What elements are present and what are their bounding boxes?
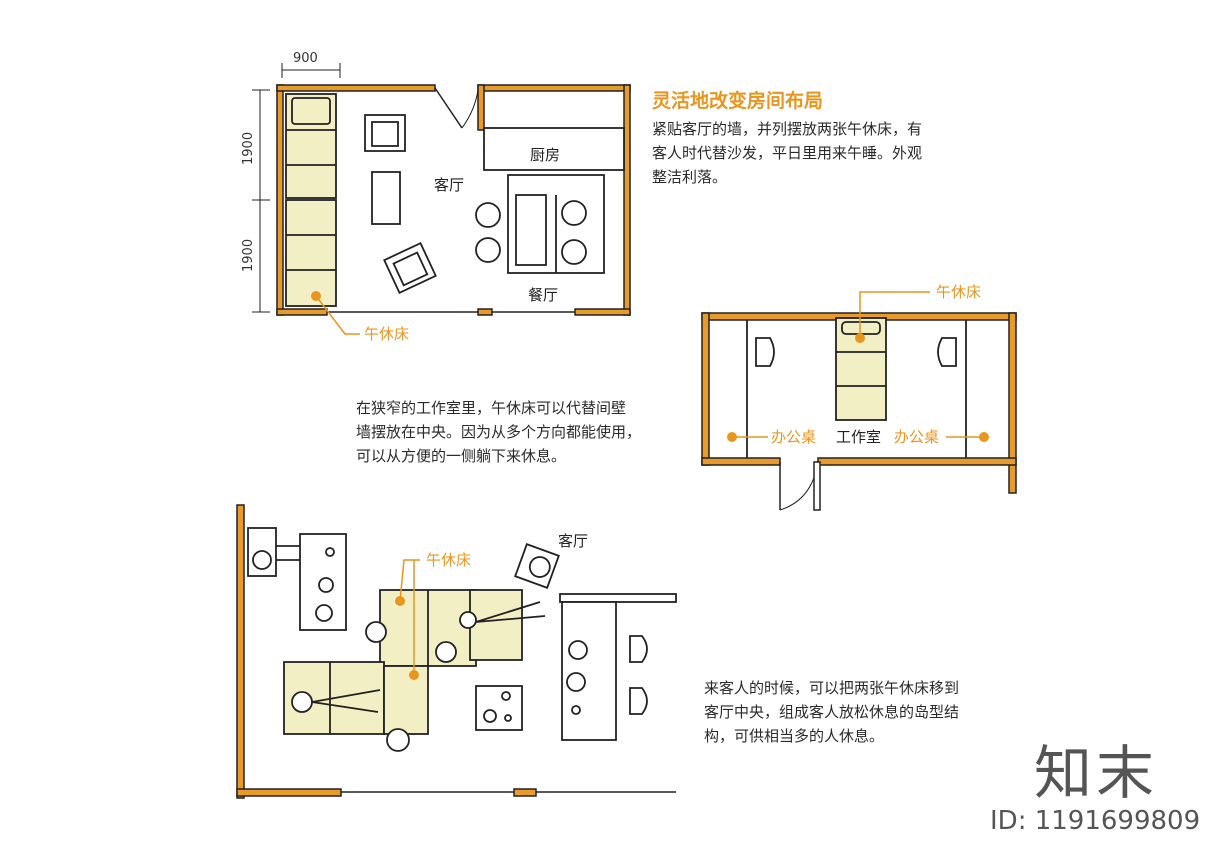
studio-callouts xyxy=(727,291,989,442)
section2-line: 墙摆放在中央。因为从多个方向都能使用， xyxy=(356,423,642,441)
studio-desk-right-label: 办公桌 xyxy=(894,428,939,446)
section3-body: 来客人的时候，可以把两张午休床移到 客厅中央，组成客人放松休息的岛型结 构，可供… xyxy=(704,676,1034,748)
section3-line: 来客人的时候，可以把两张午休床移到 xyxy=(704,679,960,697)
bottom-plan-furniture xyxy=(247,527,677,752)
section3-line: 构，可供相当多的人休息。 xyxy=(704,727,885,745)
section2-line: 可以从方便的一侧躺下来休息。 xyxy=(356,447,567,465)
section2-line: 在狭窄的工作室里，午休床可以代替间壁 xyxy=(356,399,627,417)
studio-nap-bed-label: 午休床 xyxy=(936,283,981,301)
section3-line: 客厅中央，组成客人放松休息的岛型结 xyxy=(704,703,960,721)
top-living-room-label: 客厅 xyxy=(434,176,464,194)
section1-title: 灵活地改变房间布局 xyxy=(652,90,824,112)
brand-id: ID: 1191699809 xyxy=(990,806,1201,836)
section1-line: 紧贴客厅的墙，并列摆放两张午休床，有 xyxy=(652,120,923,138)
bottom-living-room-label: 客厅 xyxy=(558,532,588,550)
bottom-callout xyxy=(395,559,420,680)
dim-height-label-2: 1900 xyxy=(241,239,256,272)
section1-body: 紧贴客厅的墙，并列摆放两张午休床，有 客人时代替沙发，平日里用来午睡。外观 整洁… xyxy=(652,117,992,189)
top-dining-label: 餐厅 xyxy=(528,286,558,304)
bottom-plan-walls xyxy=(236,504,676,799)
top-plan-furniture xyxy=(285,93,625,307)
top-nap-bed-label: 午休床 xyxy=(364,325,409,343)
top-kitchen-label: 厨房 xyxy=(530,146,560,164)
brand-logo: 知末 xyxy=(1034,739,1159,807)
top-plan-walls xyxy=(276,84,631,316)
studio-plan-walls xyxy=(701,312,1017,511)
bottom-nap-bed-label: 午休床 xyxy=(426,551,471,569)
studio-label: 工作室 xyxy=(836,428,881,446)
section2-body: 在狭窄的工作室里，午休床可以代替间壁 墙摆放在中央。因为从多个方向都能使用， 可… xyxy=(356,396,696,468)
section1-line: 客人时代替沙发，平日里用来午睡。外观 xyxy=(652,144,923,162)
dim-height-label-1: 1900 xyxy=(241,132,256,165)
studio-desk-left-label: 办公桌 xyxy=(771,428,816,446)
top-nap-bed-callout xyxy=(311,291,360,335)
top-floor-plan xyxy=(252,63,341,313)
section1-line: 整洁利落。 xyxy=(652,168,728,186)
dim-width-label: 900 xyxy=(293,51,318,66)
